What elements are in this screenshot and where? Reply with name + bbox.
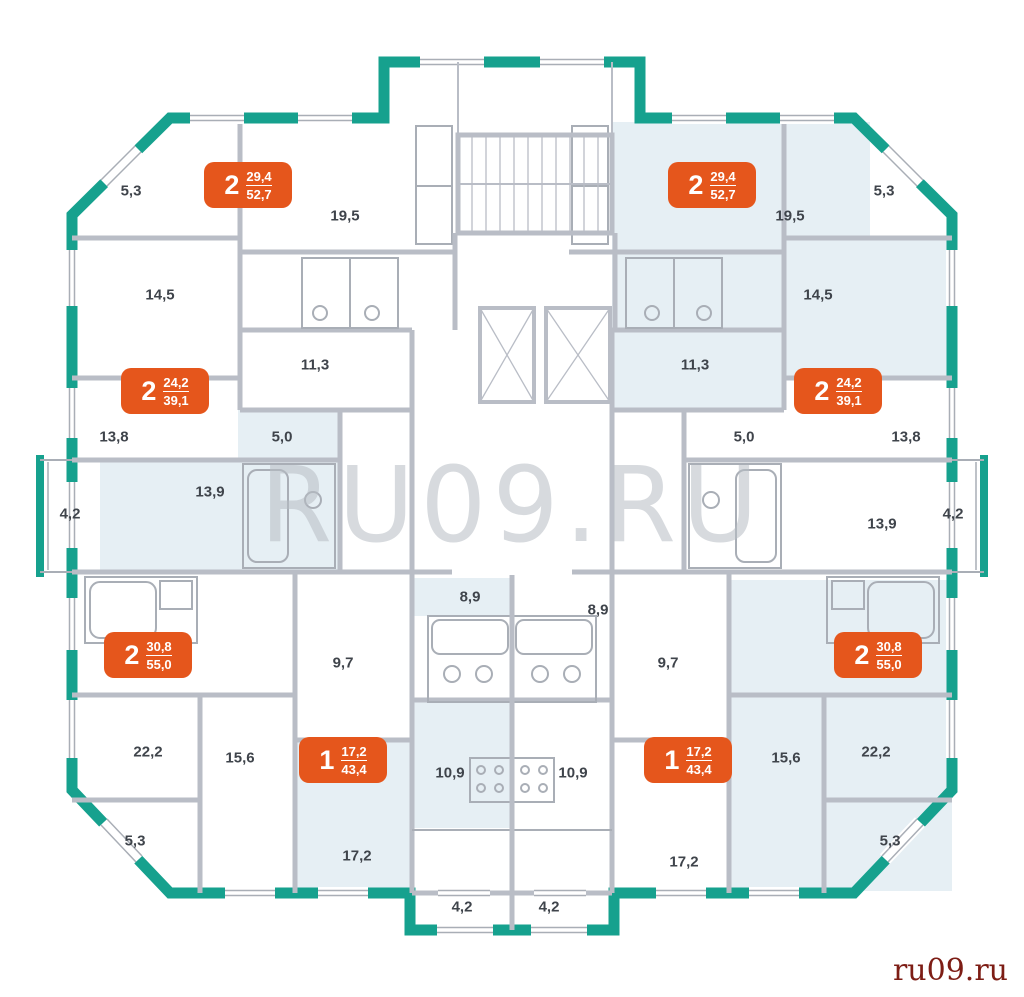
room-area-label: 17,2 — [342, 847, 372, 865]
apartment-total-area: 39,1 — [836, 390, 862, 408]
apartment-room-count: 1 — [664, 744, 680, 775]
room-area-label: 15,6 — [225, 749, 255, 767]
apartment-living-area: 17,2 — [686, 743, 712, 759]
building-core — [412, 62, 618, 930]
apartment-room-count: 2 — [141, 375, 157, 406]
room-area-label: 17,2 — [669, 853, 699, 871]
apartment-living-area: 29,4 — [710, 168, 736, 184]
apartment-living-area: 17,2 — [341, 743, 367, 759]
apartment-total-area: 43,4 — [341, 759, 367, 777]
apartment-living-area: 30,8 — [146, 638, 172, 654]
apartment-living-area: 24,2 — [163, 374, 189, 390]
room-area-label: 22,2 — [861, 743, 891, 761]
apartment-areas: 30,8 55,0 — [146, 638, 172, 672]
apartment-areas: 17,2 43,4 — [341, 743, 367, 777]
apartment-badge-middle-left: 2 24,2 39,1 — [121, 368, 209, 414]
room-area-label: 19,5 — [330, 207, 360, 225]
room-area-label: 5,3 — [879, 832, 901, 850]
room-area-label: 10,9 — [435, 764, 465, 782]
apartment-living-area: 29,4 — [246, 168, 272, 184]
room-area-label: 9,7 — [332, 654, 354, 672]
room-area-label: 14,5 — [803, 286, 833, 304]
room-area-label: 22,2 — [133, 743, 163, 761]
elevator-shafts — [478, 306, 612, 404]
room-area-label: 8,9 — [459, 588, 481, 606]
room-area-label: 5,0 — [733, 428, 755, 446]
room-area-label: 9,7 — [657, 654, 679, 672]
room-area-label: 13,8 — [99, 428, 129, 446]
room-area-label: 4,2 — [451, 898, 473, 916]
room-area-label: 4,2 — [538, 898, 560, 916]
apartment-total-area: 52,7 — [710, 184, 736, 202]
room-area-label: 5,3 — [873, 182, 895, 200]
room-area-label: 5,3 — [124, 832, 146, 850]
apartment-room-count: 2 — [814, 375, 830, 406]
room-area-label: 11,3 — [680, 356, 710, 374]
room-area-label: 4,2 — [942, 505, 964, 523]
room-area-label: 5,3 — [120, 182, 142, 200]
apartment-total-area: 55,0 — [146, 654, 172, 672]
building-half — [36, 56, 513, 936]
apartment-room-count: 2 — [854, 639, 870, 670]
apartment-areas: 29,4 52,7 — [710, 168, 736, 202]
apartment-areas: 29,4 52,7 — [246, 168, 272, 202]
apartment-room-count: 2 — [124, 639, 140, 670]
apartment-total-area: 39,1 — [163, 390, 189, 408]
interior-walls — [72, 118, 512, 893]
staircase — [455, 62, 615, 236]
core-windows — [438, 887, 586, 899]
room-area-label: 19,5 — [775, 207, 805, 225]
room-area-label: 13,9 — [195, 483, 225, 501]
apartment-badge-bottom-center-right: 1 17,2 43,4 — [644, 737, 732, 783]
balcony-rails — [40, 459, 72, 573]
apartment-total-area: 55,0 — [876, 654, 902, 672]
apartment-badge-middle-right: 2 24,2 39,1 — [794, 368, 882, 414]
room-area-label: 15,6 — [771, 749, 801, 767]
apartment-living-area: 24,2 — [836, 374, 862, 390]
apartment-total-area: 52,7 — [246, 184, 272, 202]
apartment-room-count: 2 — [688, 169, 704, 200]
windows — [66, 56, 493, 936]
room-area-label: 8,9 — [587, 601, 609, 619]
apartment-total-area: 43,4 — [686, 759, 712, 777]
apartment-room-count: 2 — [224, 169, 240, 200]
room-area-label: 10,9 — [558, 764, 588, 782]
room-area-label: 5,0 — [271, 428, 293, 446]
room-area-label: 4,2 — [59, 505, 81, 523]
apartment-badge-bottom-center-left: 1 17,2 43,4 — [299, 737, 387, 783]
apartment-areas: 24,2 39,1 — [163, 374, 189, 408]
room-area-label: 11,3 — [300, 356, 330, 374]
room-area-label: 14,5 — [145, 286, 175, 304]
room-area-label: 13,8 — [891, 428, 921, 446]
apartment-badge-bottom-left: 2 30,8 55,0 — [104, 632, 192, 678]
apartment-badge-top-left: 2 29,4 52,7 — [204, 162, 292, 208]
apartment-living-area: 30,8 — [876, 638, 902, 654]
apartment-badge-top-right: 2 29,4 52,7 — [668, 162, 756, 208]
apartment-room-count: 1 — [319, 744, 335, 775]
apartment-areas: 30,8 55,0 — [876, 638, 902, 672]
apartment-areas: 24,2 39,1 — [836, 374, 862, 408]
room-area-label: 13,9 — [867, 515, 897, 533]
apartment-badge-bottom-right: 2 30,8 55,0 — [834, 632, 922, 678]
apartment-areas: 17,2 43,4 — [686, 743, 712, 777]
site-watermark: ru09.ru — [892, 953, 1008, 988]
